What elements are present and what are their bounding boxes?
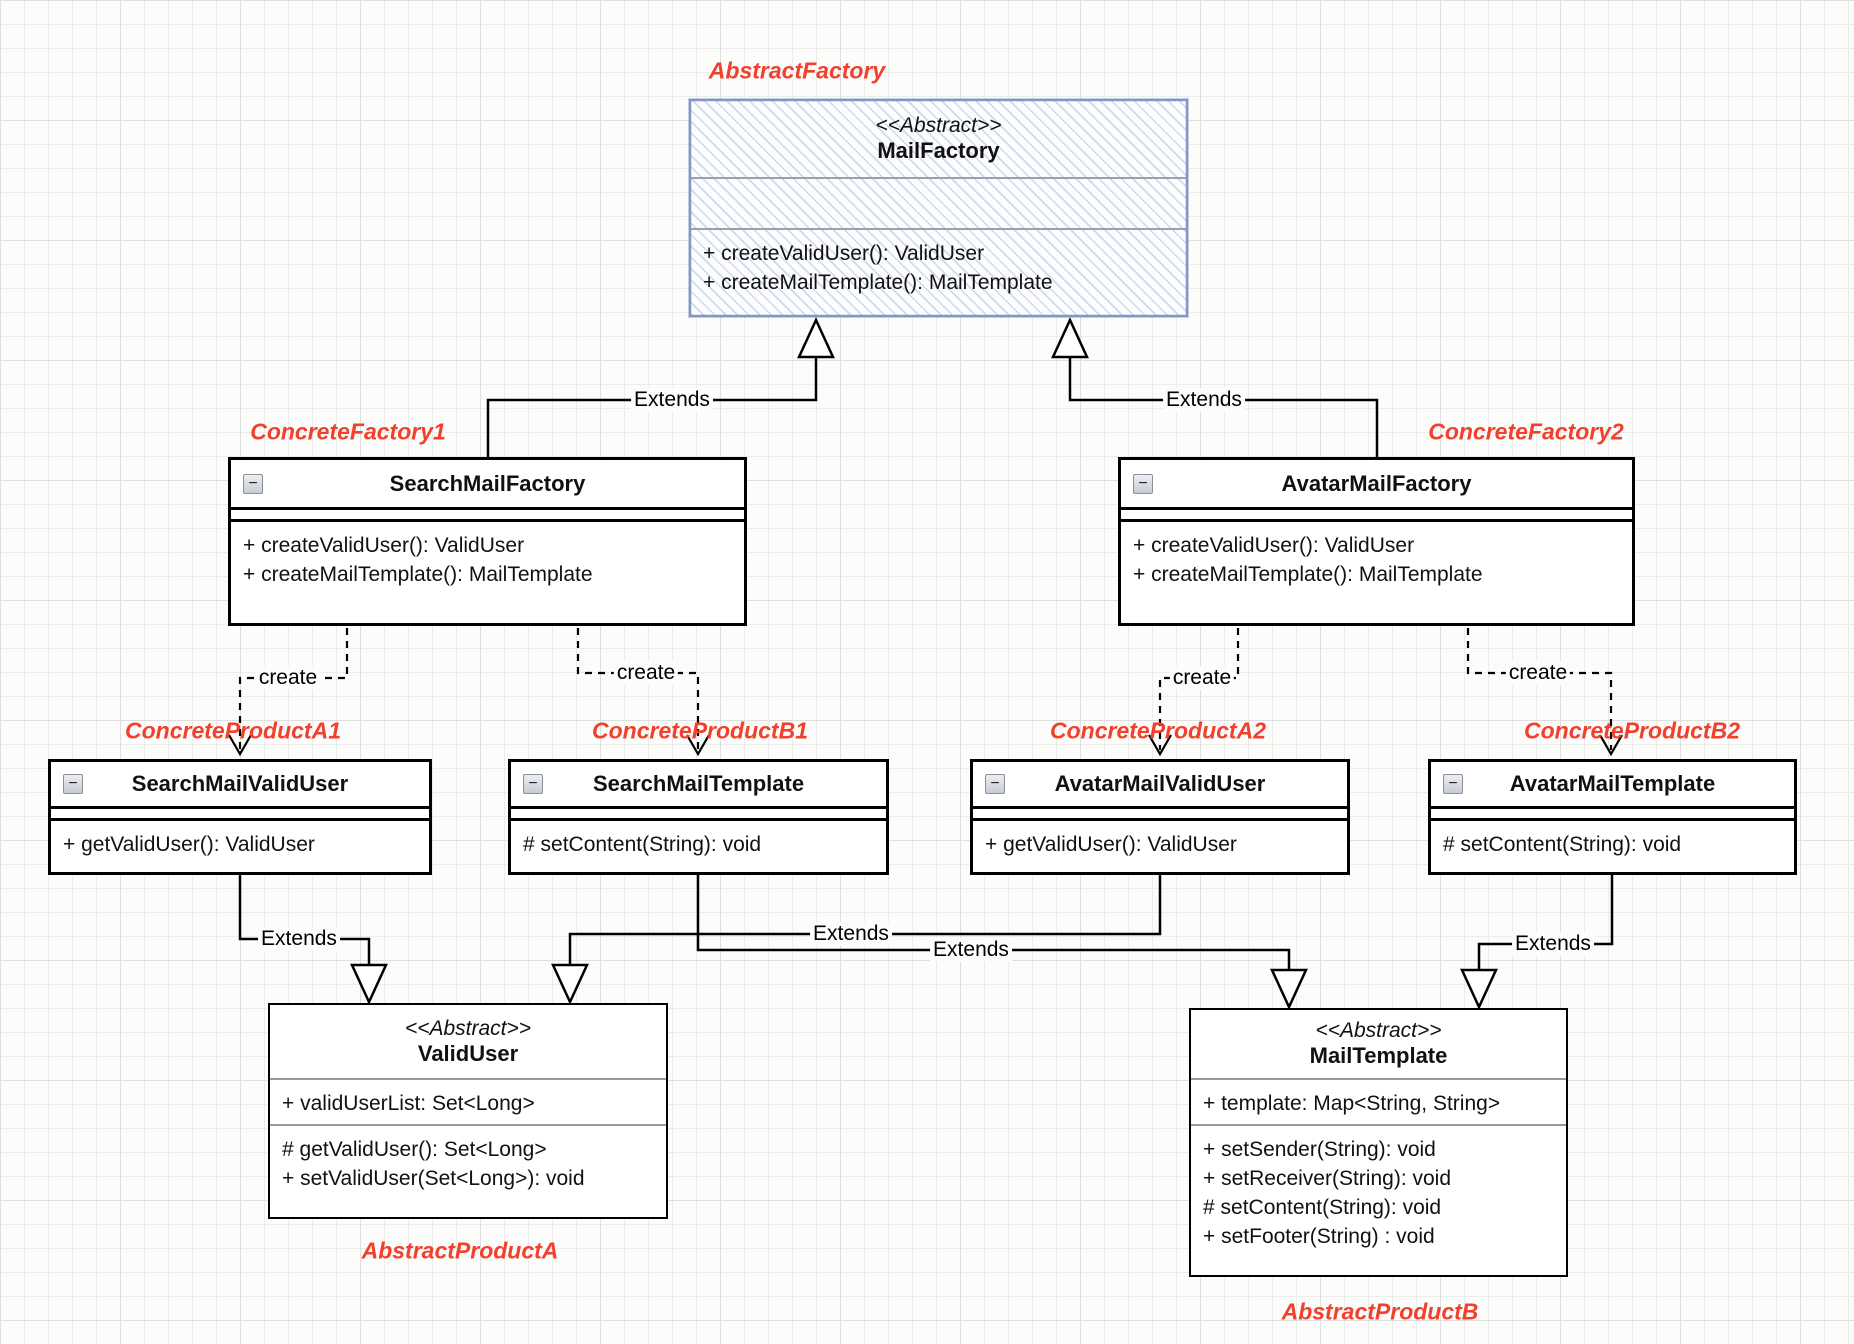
edge-label-create: create: [255, 666, 321, 690]
edge-label-extends: Extends: [258, 927, 340, 951]
methods-compartment: + createValidUser(): ValidUser + createM…: [231, 522, 744, 595]
method: + setFooter(String) : void: [1203, 1225, 1435, 1248]
collapse-icon[interactable]: −: [523, 774, 543, 794]
class-name: MailFactory: [877, 138, 1000, 163]
method: # getValidUser(): Set<Long>: [282, 1138, 547, 1161]
class-name: AvatarMailFactory: [1281, 470, 1472, 496]
create-edge-avatarmailfactory-avatarmailvaliduser: [1148, 628, 1240, 757]
method: + createValidUser(): ValidUser: [703, 242, 985, 265]
class-title: − SearchMailTemplate: [511, 762, 886, 809]
class-title: − SearchMailValidUser: [51, 762, 429, 809]
attributes-compartment: + validUserList: Set<Long>: [270, 1080, 666, 1126]
class-name: SearchMailValidUser: [131, 771, 349, 796]
method: + getValidUser(): ValidUser: [985, 833, 1237, 856]
attributes-compartment-empty: [691, 179, 1186, 230]
class-title: <<Abstract>> MailFactory: [691, 101, 1186, 179]
collapse-icon[interactable]: −: [1443, 774, 1463, 794]
class-box-mailfactory[interactable]: <<Abstract>> MailFactory + createValidUs…: [689, 99, 1188, 317]
method: # setContent(String): void: [523, 833, 762, 856]
methods-compartment: + setSender(String): void + setReceiver(…: [1191, 1126, 1566, 1257]
class-name: SearchMailTemplate: [592, 771, 805, 796]
methods-compartment: + getValidUser(): ValidUser: [973, 821, 1347, 865]
class-name: MailTemplate: [1309, 1043, 1448, 1068]
class-title: − AvatarMailTemplate: [1431, 762, 1794, 809]
edge-label-create: create: [1169, 666, 1235, 690]
edge-label-extends: Extends: [1163, 388, 1245, 412]
class-title: − AvatarMailValidUser: [973, 762, 1347, 809]
class-box-mailtemplate[interactable]: <<Abstract>> MailTemplate + template: Ma…: [1189, 1008, 1568, 1277]
attributes-compartment-empty: [51, 809, 429, 821]
class-box-avatarmailfactory[interactable]: − AvatarMailFactory + createValidUser():…: [1118, 457, 1635, 626]
methods-compartment: + createValidUser(): ValidUser + createM…: [1121, 522, 1632, 595]
collapse-icon[interactable]: −: [1133, 473, 1153, 494]
note-concrete-product-b2[interactable]: ConcreteProductB2: [1524, 717, 1740, 744]
class-box-validuser[interactable]: <<Abstract>> ValidUser + validUserList: …: [268, 1003, 668, 1219]
methods-compartment: + createValidUser(): ValidUser + createM…: [691, 230, 1186, 303]
stereotype-label: <<Abstract>>: [1315, 1019, 1442, 1042]
class-title: − AvatarMailFactory: [1121, 460, 1632, 510]
stereotype-label: <<Abstract>>: [875, 114, 1002, 137]
collapse-icon[interactable]: −: [63, 774, 83, 794]
class-box-searchmailfactory[interactable]: − SearchMailFactory + createValidUser():…: [228, 457, 747, 626]
methods-compartment: # setContent(String): void: [1431, 821, 1794, 865]
note-concrete-product-a1[interactable]: ConcreteProductA1: [125, 717, 341, 744]
edge-label-extends: Extends: [631, 388, 713, 412]
class-title: − SearchMailFactory: [231, 460, 744, 510]
attributes-compartment-empty: [231, 510, 744, 522]
edge-label-extends: Extends: [1512, 932, 1594, 956]
method: + getValidUser(): ValidUser: [63, 833, 315, 856]
attributes-compartment: + template: Map<String, String>: [1191, 1080, 1566, 1126]
methods-compartment: # getValidUser(): Set<Long> + setValidUs…: [270, 1126, 666, 1199]
methods-compartment: # setContent(String): void: [511, 821, 886, 865]
class-name: ValidUser: [417, 1040, 519, 1066]
method: + createValidUser(): ValidUser: [243, 534, 525, 557]
method: + setValidUser(Set<Long>): void: [282, 1167, 585, 1190]
class-title: <<Abstract>> MailTemplate: [1191, 1010, 1566, 1080]
collapse-icon[interactable]: −: [985, 774, 1005, 794]
stereotype-label: <<Abstract>>: [404, 1016, 532, 1040]
method: + createMailTemplate(): MailTemplate: [703, 271, 1053, 294]
class-box-avatarmailvaliduser[interactable]: − AvatarMailValidUser + getValidUser(): …: [970, 759, 1350, 875]
method: + createMailTemplate(): MailTemplate: [243, 563, 593, 586]
edge-label-create: create: [613, 661, 679, 685]
attribute: + validUserList: Set<Long>: [282, 1092, 535, 1115]
attributes-compartment-empty: [511, 809, 886, 821]
class-box-searchmailtemplate[interactable]: − SearchMailTemplate # setContent(String…: [508, 759, 889, 875]
edge-label-extends: Extends: [930, 938, 1012, 962]
note-concrete-product-a2[interactable]: ConcreteProductA2: [1050, 717, 1266, 744]
method: + createMailTemplate(): MailTemplate: [1133, 563, 1483, 586]
class-box-searchmailvaliduser[interactable]: − SearchMailValidUser + getValidUser(): …: [48, 759, 432, 875]
attributes-compartment-empty: [1121, 510, 1632, 522]
note-abstract-factory[interactable]: AbstractFactory: [708, 57, 886, 84]
create-edge-avatarmailfactory-avatarmailtemplate: [1466, 628, 1623, 757]
create-edge-searchmailfactory-searchmailvaliduser: [228, 628, 349, 757]
note-concrete-factory-1[interactable]: ConcreteFactory1: [250, 418, 446, 445]
collapse-icon[interactable]: −: [243, 473, 263, 494]
methods-compartment: + getValidUser(): ValidUser: [51, 821, 429, 865]
attribute: + template: Map<String, String>: [1203, 1092, 1501, 1115]
class-name: AvatarMailValidUser: [1054, 771, 1266, 796]
attributes-compartment-empty: [1431, 809, 1794, 821]
note-abstract-product-a[interactable]: AbstractProductA: [361, 1237, 559, 1264]
method: + createValidUser(): ValidUser: [1133, 534, 1415, 557]
method: + setReceiver(String): void: [1203, 1167, 1452, 1190]
method: + setSender(String): void: [1203, 1138, 1436, 1161]
class-title: <<Abstract>> ValidUser: [270, 1005, 666, 1080]
attributes-compartment-empty: [973, 809, 1347, 821]
edge-label-extends: Extends: [810, 922, 892, 946]
class-name: SearchMailFactory: [389, 470, 586, 496]
class-name: AvatarMailTemplate: [1509, 771, 1716, 796]
class-box-avatarmailtemplate[interactable]: − AvatarMailTemplate # setContent(String…: [1428, 759, 1797, 875]
method: # setContent(String): void: [1203, 1196, 1442, 1219]
method: # setContent(String): void: [1443, 833, 1682, 856]
edge-label-create: create: [1505, 661, 1571, 685]
note-abstract-product-b[interactable]: AbstractProductB: [1281, 1298, 1479, 1325]
note-concrete-product-b1[interactable]: ConcreteProductB1: [592, 717, 808, 744]
note-concrete-factory-2[interactable]: ConcreteFactory2: [1428, 418, 1624, 445]
